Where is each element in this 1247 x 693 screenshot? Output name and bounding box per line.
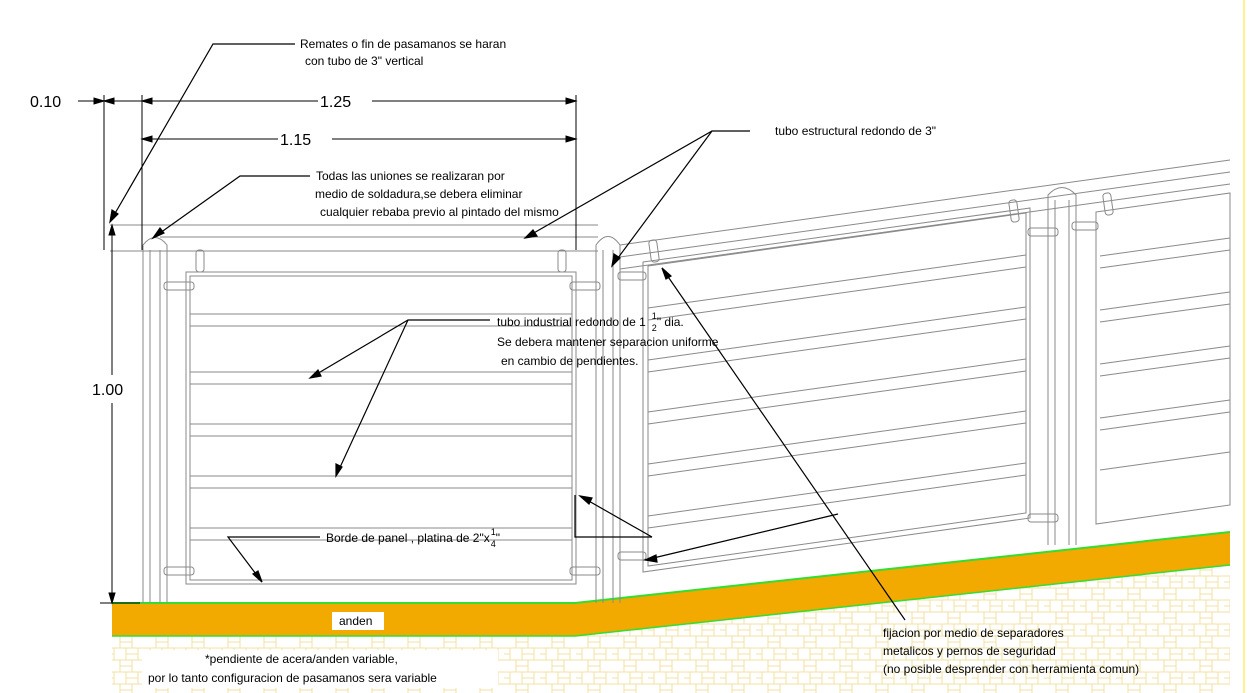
dim-1-15: 1.15 — [280, 132, 311, 149]
note-separacion-line1: Se debera mantener separacion uniforme — [497, 335, 719, 349]
note-uniones-line1: Todas las uniones se realizaran por — [316, 169, 505, 183]
dim-0-10: 0.10 — [30, 94, 61, 111]
leader-lines — [109, 43, 906, 621]
note-remates-line1: Remates o fin de pasamanos se haran — [300, 37, 506, 51]
ground-top-edge — [112, 531, 1231, 604]
tubo-industrial-frac-num: 1 — [652, 311, 657, 321]
pendiente-note-box — [142, 650, 498, 688]
note-tubo-estructural: tubo estructural redondo de 3" — [775, 124, 936, 138]
note-pendiente-line1: *pendiente de acera/anden variable, — [205, 652, 398, 666]
borde-text-a: Borde de panel , platina de 2"x — [326, 531, 490, 545]
borde-frac-num: 1 — [491, 527, 496, 537]
note-fijacion-line1: fijacion por medio de separadores — [883, 626, 1064, 640]
sidewalk-anden — [112, 532, 1230, 636]
note-fijacion-line2: metalicos y pernos de seguridad — [883, 644, 1056, 658]
note-uniones-line3: cualquier rebaba previo al pintado del m… — [320, 205, 559, 219]
note-remates-line2: con tubo de 3" vertical — [305, 54, 423, 68]
anden-label-box — [332, 612, 384, 630]
note-pendiente-line2: por lo tanto configuracion de pasamanos … — [148, 671, 437, 685]
note-separacion-line2: en cambio de pendientes. — [501, 354, 638, 368]
right-railing-structure — [617, 159, 1231, 573]
note-tubo-industrial: tubo industrial redondo de 1 1 2" dia. — [497, 311, 684, 333]
note-fijacion-line3: (no posible desprender con herramienta c… — [883, 662, 1139, 676]
label-anden: anden — [339, 614, 372, 628]
dimension-lines — [78, 95, 578, 605]
ground-bottom-edge — [112, 564, 1231, 637]
note-uniones-line2: medio de soldadura,se debera eliminar — [315, 187, 522, 201]
left-railing-structure — [110, 224, 621, 603]
tubo-industrial-text-b: " dia. — [657, 315, 684, 329]
dim-1-25: 1.25 — [320, 94, 351, 111]
dim-1-00: 1.00 — [92, 382, 123, 399]
tubo-industrial-text-a: tubo industrial redondo de 1 — [497, 315, 646, 329]
note-borde-panel: Borde de panel , platina de 2"x1 4" — [326, 527, 500, 549]
tubo-industrial-frac-den: 2 — [652, 323, 657, 333]
borde-frac-den: 4 — [491, 539, 496, 549]
borde-text-b: " — [496, 531, 500, 545]
